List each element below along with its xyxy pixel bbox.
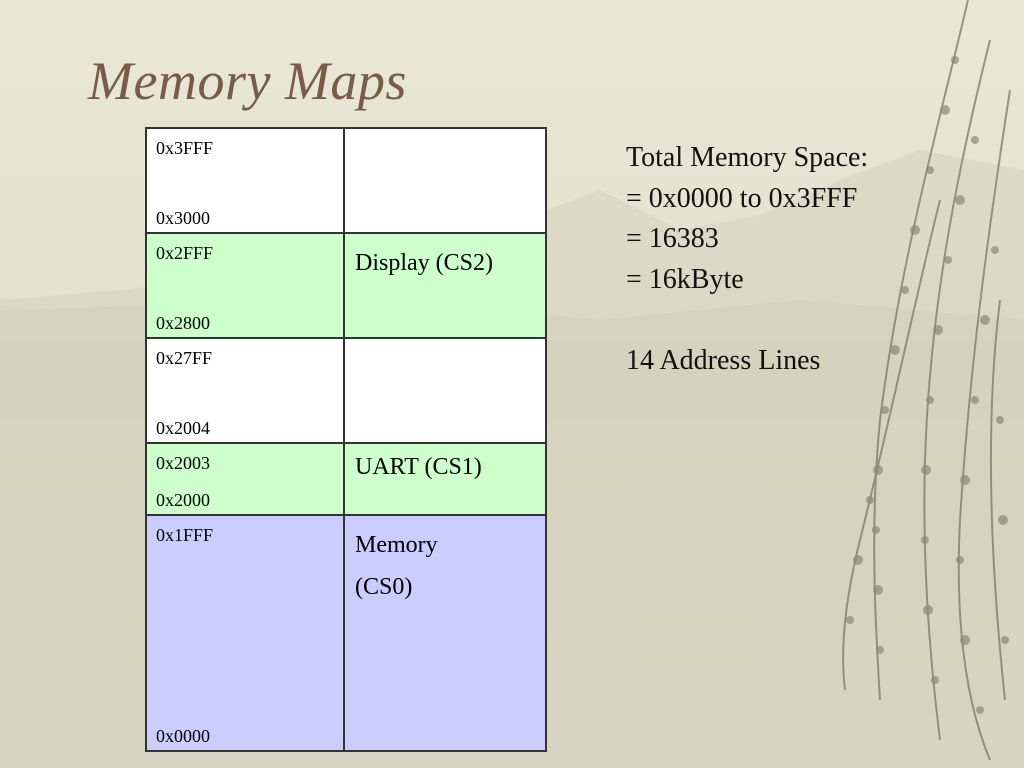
address-top: 0x1FFF [156,525,214,545]
info-spacer [626,300,868,341]
address-top: 0x27FF [156,348,213,368]
region-label-cell [343,337,547,444]
address-bottom: 0x3000 [156,208,210,228]
address-range-cell: 0x3FFF 0x3000 [145,127,345,234]
region-label-cell: Memory (CS0) [343,514,547,752]
memory-map-table: 0x3FFF 0x3000 0x2FFF 0x2800 Display (CS2… [145,127,547,752]
info-line: = 0x0000 to 0x3FFF [626,182,858,214]
address-range-cell: 0x1FFF 0x0000 [145,514,345,752]
info-line: = 16383 [626,223,719,254]
region-label: Display (CS2) [355,250,493,276]
address-top: 0x2003 [156,453,210,473]
address-bottom: 0x0000 [156,726,210,746]
address-bottom: 0x2800 [156,313,210,333]
address-top: 0x3FFF [156,138,214,158]
region-label: UART (CS1) [355,454,482,480]
address-range-cell: 0x2FFF 0x2800 [145,232,345,339]
address-top: 0x2FFF [156,243,214,263]
info-line: = 16kByte [626,263,744,295]
address-range-cell: 0x2003 0x2000 [145,442,345,516]
region-label-line: (CS0) [355,574,413,600]
info-line: Total Memory Space: [626,142,869,173]
region-label-cell [343,127,547,234]
table-row: 0x2FFF 0x2800 Display (CS2) [145,232,547,339]
region-label-cell: Display (CS2) [343,232,547,339]
region-label-cell: UART (CS1) [343,442,547,516]
region-label: Memory (CS0) [345,516,545,616]
table-row: 0x1FFF 0x0000 Memory (CS0) [145,514,547,752]
address-bottom: 0x2000 [156,490,210,510]
table-row: 0x27FF 0x2004 [145,337,547,444]
memory-space-info: Total Memory Space: = 0x0000 to 0x3FFF =… [626,138,868,381]
info-line: 14 Address Lines [626,344,821,376]
table-row: 0x2003 0x2000 UART (CS1) [145,442,547,516]
address-range-cell: 0x27FF 0x2004 [145,337,345,444]
table-row: 0x3FFF 0x3000 [145,127,547,234]
region-label-line: Memory [355,532,438,558]
slide-title: Memory Maps [88,51,407,111]
address-bottom: 0x2004 [156,418,210,438]
